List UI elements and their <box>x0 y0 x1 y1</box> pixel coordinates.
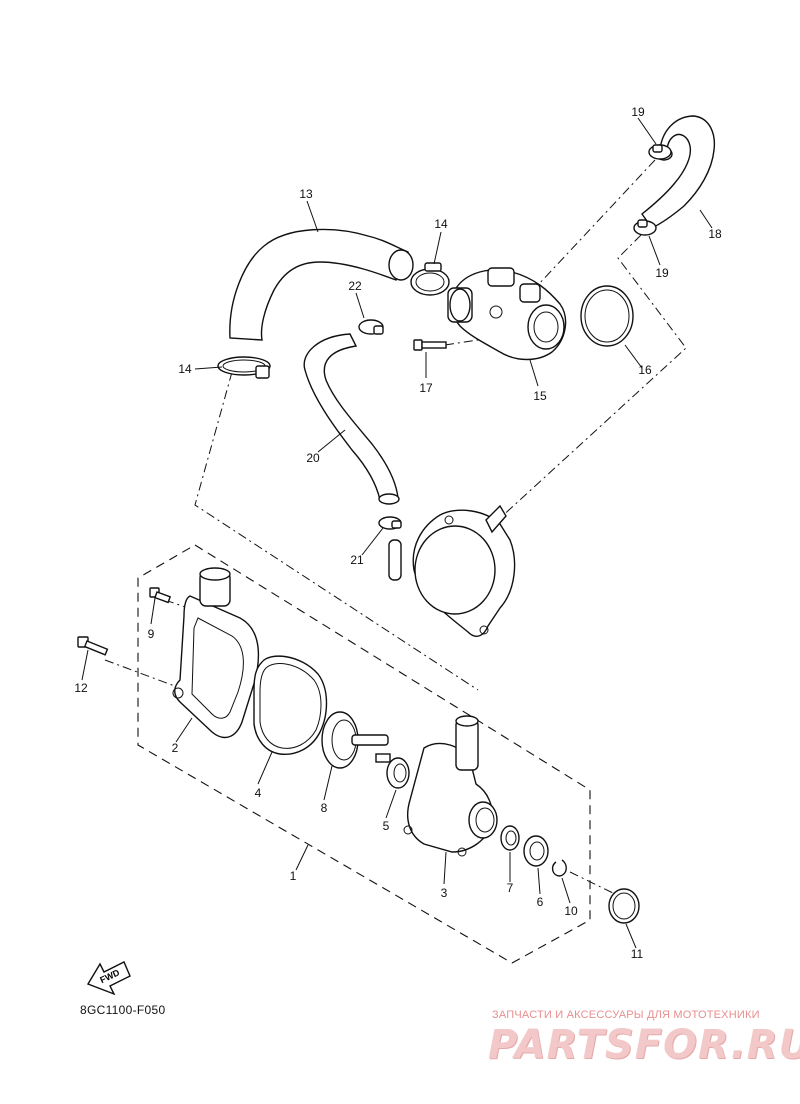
pump-housing-3 <box>403 715 498 857</box>
o-ring-16 <box>580 285 634 347</box>
gasket-4-inner <box>259 663 322 749</box>
hose-clamp-19-lower <box>633 219 657 236</box>
o-ring-11 <box>608 888 640 924</box>
watermark-subtitle: ЗАПЧАСТИ И АКСЕССУАРЫ ДЛЯ МОТОТЕХНИКИ <box>492 1009 760 1021</box>
bolt-17 <box>413 339 447 351</box>
connection-line-9 <box>164 599 201 613</box>
callout-19-upper: 19 <box>631 105 645 119</box>
callout-6: 6 <box>537 895 544 909</box>
leader-14-upper <box>433 231 442 265</box>
pump-cover-2 <box>172 567 260 739</box>
leader-4 <box>257 751 273 785</box>
leader-19-upper <box>637 117 657 145</box>
callout-21: 21 <box>350 553 364 567</box>
leader-2 <box>175 717 193 743</box>
thermostat-cover <box>388 504 516 637</box>
leader-6 <box>537 867 541 895</box>
hose-clamp-14-upper <box>410 262 450 296</box>
callout-5: 5 <box>383 819 390 833</box>
leader-1 <box>295 844 309 871</box>
callout-16: 16 <box>638 363 652 377</box>
callout-18: 18 <box>708 227 722 241</box>
callout-20: 20 <box>306 451 320 465</box>
gasket-4 <box>253 655 328 755</box>
callout-11: 11 <box>631 947 644 961</box>
o-ring-16-inner <box>584 289 630 343</box>
leader-3 <box>443 851 447 885</box>
impeller-8 <box>321 711 391 769</box>
hose-18 <box>641 115 716 229</box>
leader-22 <box>355 292 365 319</box>
seal-7 <box>500 825 520 851</box>
callout-2: 2 <box>172 741 179 755</box>
callout-13: 13 <box>299 187 313 201</box>
hose-clamp-22 <box>358 319 384 335</box>
callout-12: 12 <box>74 681 88 695</box>
callout-15: 15 <box>533 389 547 403</box>
callout-19-lower: 19 <box>655 266 669 280</box>
connection-line-12 <box>104 659 181 689</box>
hose-clamp-19-upper <box>648 144 672 160</box>
assembly-boundary <box>137 544 591 964</box>
leader-8 <box>323 765 333 801</box>
callout-3: 3 <box>441 886 448 900</box>
callout-7: 7 <box>507 881 514 895</box>
leader-15 <box>529 359 539 387</box>
watermark-logo: PARTSFOR.RU <box>488 1022 800 1068</box>
connection-line-10-11 <box>569 871 614 894</box>
leader-10 <box>561 877 571 904</box>
diagram-code: 8GC1100-F050 <box>80 1003 166 1017</box>
thermostat-housing-15 <box>447 267 567 361</box>
leader-12 <box>81 649 89 681</box>
leader-13 <box>306 200 319 233</box>
connection-line-17 <box>444 339 479 346</box>
hose-13 <box>229 228 414 341</box>
callout-22: 22 <box>348 279 362 293</box>
o-ring-11-inner <box>612 892 636 920</box>
leader-11 <box>625 923 637 949</box>
connection-line-18-to-15 <box>497 234 687 521</box>
callout-4: 4 <box>255 786 262 800</box>
leader-18 <box>699 209 713 229</box>
fwd-arrow-icon: FWD <box>86 961 131 996</box>
leader-5 <box>385 789 397 819</box>
leader-19-lower <box>648 235 661 266</box>
bolt-9 <box>149 587 172 604</box>
callout-14-lower: 14 <box>178 362 192 376</box>
bolt-12 <box>77 636 109 656</box>
hose-clamp-14-lower <box>217 356 271 379</box>
seal-5 <box>386 757 410 789</box>
circlip-10 <box>551 859 567 877</box>
leader-14-lower <box>194 366 223 370</box>
callout-10: 10 <box>564 904 578 918</box>
hose-20 <box>303 333 400 505</box>
leader-21 <box>361 527 384 556</box>
bearing-6 <box>523 835 549 867</box>
callout-9: 9 <box>148 627 155 641</box>
callout-14-upper: 14 <box>434 217 448 231</box>
callout-1: 1 <box>290 869 297 883</box>
callout-8: 8 <box>321 801 328 815</box>
leader-16 <box>624 344 643 369</box>
hose-clamp-21 <box>378 516 402 530</box>
callout-17: 17 <box>419 381 433 395</box>
leader-9 <box>150 597 156 625</box>
leader-20 <box>317 429 346 453</box>
connection-line-14-to-pump <box>194 371 479 691</box>
